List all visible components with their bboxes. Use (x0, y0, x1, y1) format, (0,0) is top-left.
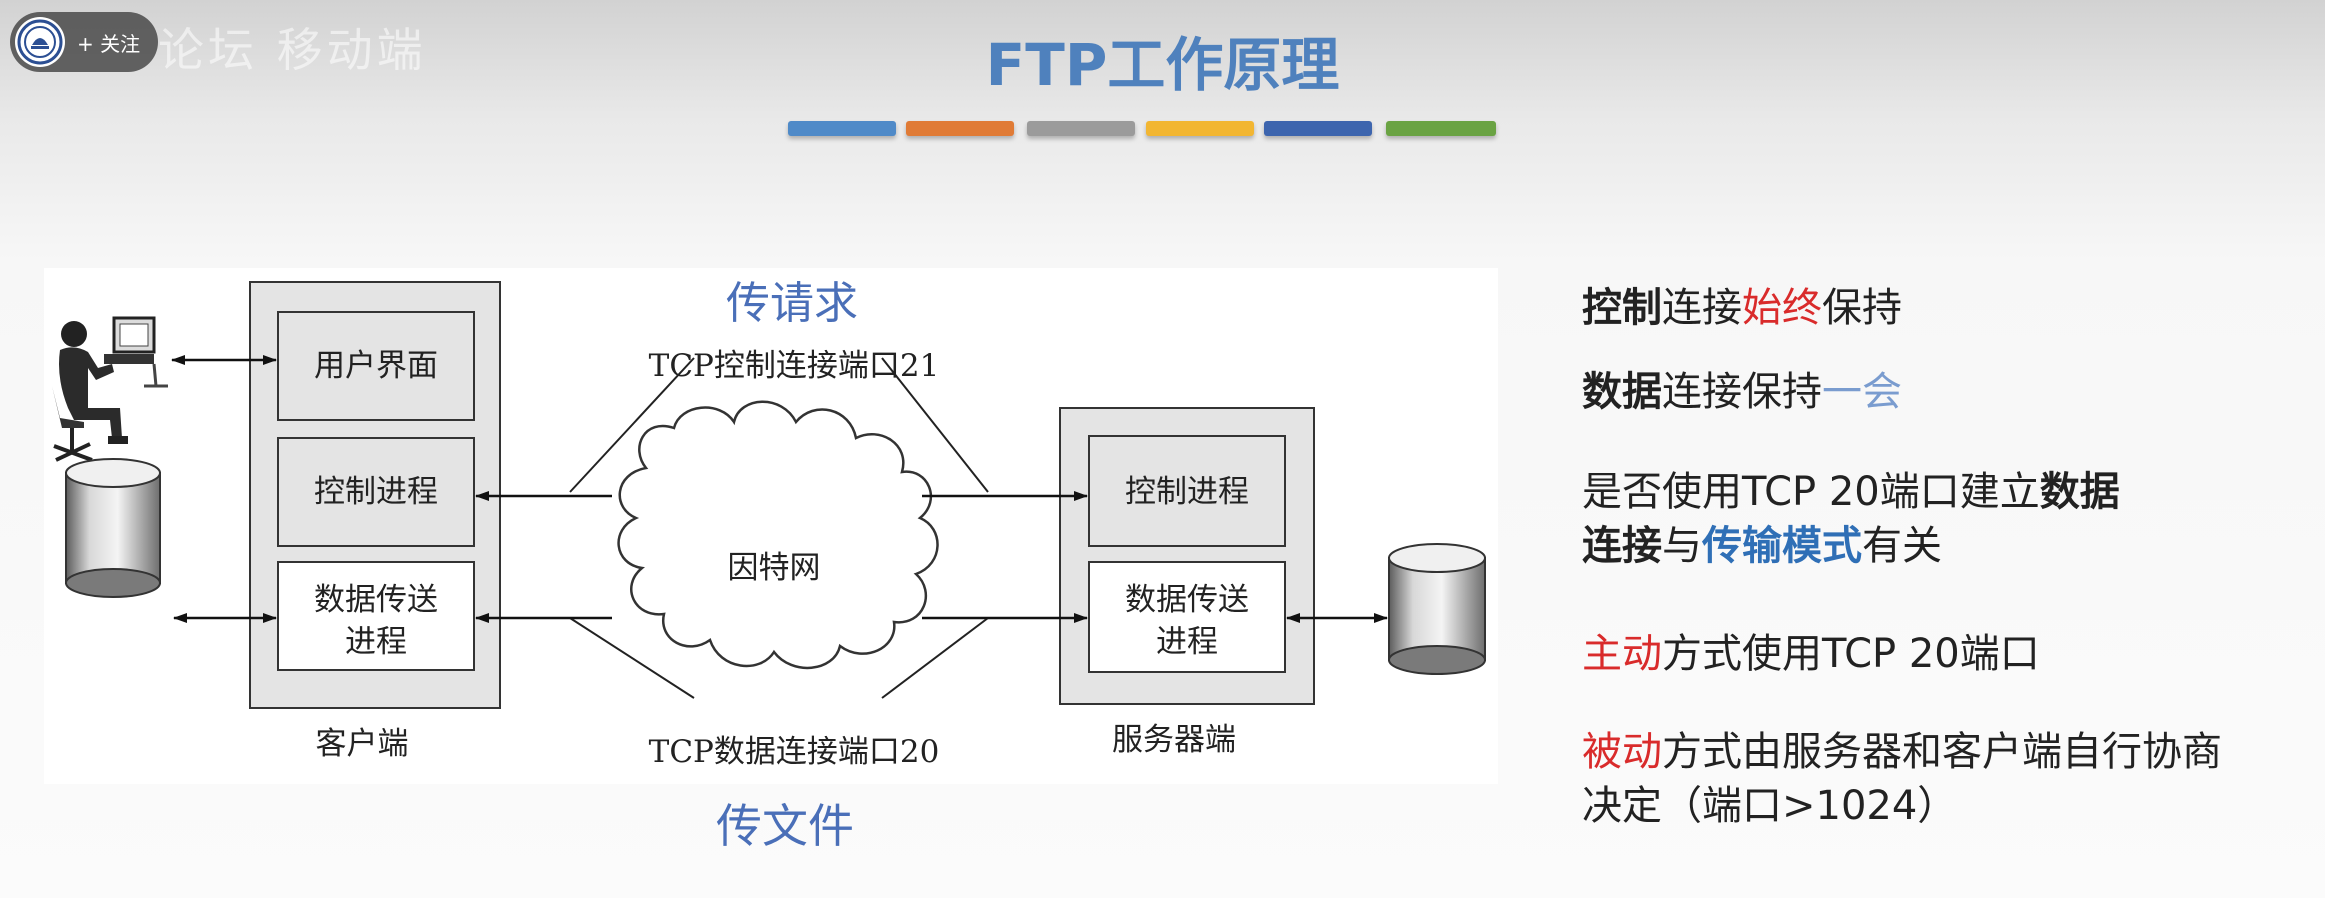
accent-bar-1 (788, 121, 896, 136)
client-user-interface-label: 用户界面 (314, 348, 438, 384)
note-line-7: 决定（端口>1024） (1582, 783, 1958, 829)
follow-button[interactable]: + 关注 (77, 31, 141, 56)
client-data-transfer-box (277, 561, 475, 671)
user-at-computer-icon (52, 316, 168, 462)
internet-label: 因特网 (728, 550, 821, 586)
client-database-icon (65, 458, 161, 598)
note-line-5: 主动方式使用TCP 20端口 (1582, 631, 2040, 677)
ftp-diagram-svg: 传请求 TCP控制连接端口21 TCP数据连接端口20 用户界面 控制进程 数据… (52, 278, 1486, 770)
flow-arrows (171, 355, 1388, 623)
accent-bar-3 (1027, 121, 1135, 136)
client-control-process-label: 控制进程 (314, 474, 438, 510)
university-logo-icon (17, 19, 63, 65)
server-control-process-box (1088, 435, 1286, 547)
note-line-6: 被动方式由服务器和客户端自行协商 (1582, 729, 2222, 775)
note-line-1: 控制连接始终保持 (1582, 285, 1902, 331)
avatar (15, 17, 65, 67)
server-data-transfer-label-1: 数据传送 (1125, 582, 1249, 618)
client-data-transfer-label-2: 进程 (345, 624, 407, 660)
watermark: 论坛 移动端 (158, 23, 427, 77)
accent-bar-6 (1386, 121, 1496, 136)
accent-bar-5 (1264, 121, 1372, 136)
top-annotation: 传请求 (726, 278, 858, 329)
control-connection-label: TCP控制连接端口21 (649, 348, 940, 384)
bottom-annotation: 传文件 (716, 799, 854, 853)
note-line-4: 连接与传输模式有关 (1582, 523, 1942, 569)
server-caption: 服务器端 (1112, 722, 1236, 758)
ftp-diagram: 传请求 TCP控制连接端口21 TCP数据连接端口20 用户界面 控制进程 数据… (44, 268, 1498, 784)
server-control-process-label: 控制进程 (1125, 474, 1249, 510)
data-connection-label: TCP数据连接端口20 (649, 734, 940, 770)
client-control-process-box (277, 437, 475, 547)
internet-cloud-icon (617, 400, 939, 669)
server-data-transfer-box (1088, 561, 1286, 673)
client-caption: 客户端 (316, 726, 409, 762)
server-database-icon (1388, 543, 1486, 675)
client-user-interface-box (277, 311, 475, 421)
accent-bar-2 (906, 121, 1014, 136)
server-data-transfer-label-2: 进程 (1156, 624, 1218, 660)
page-title: FTP工作原理 (985, 31, 1340, 99)
follow-pill[interactable]: + 关注 (10, 12, 158, 72)
client-data-transfer-label-1: 数据传送 (314, 582, 438, 618)
accent-bar-4 (1146, 121, 1254, 136)
connection-lines (569, 357, 989, 699)
note-line-3: 是否使用TCP 20端口建立数据 (1582, 469, 2120, 515)
note-line-2: 数据连接保持一会 (1582, 369, 1902, 415)
